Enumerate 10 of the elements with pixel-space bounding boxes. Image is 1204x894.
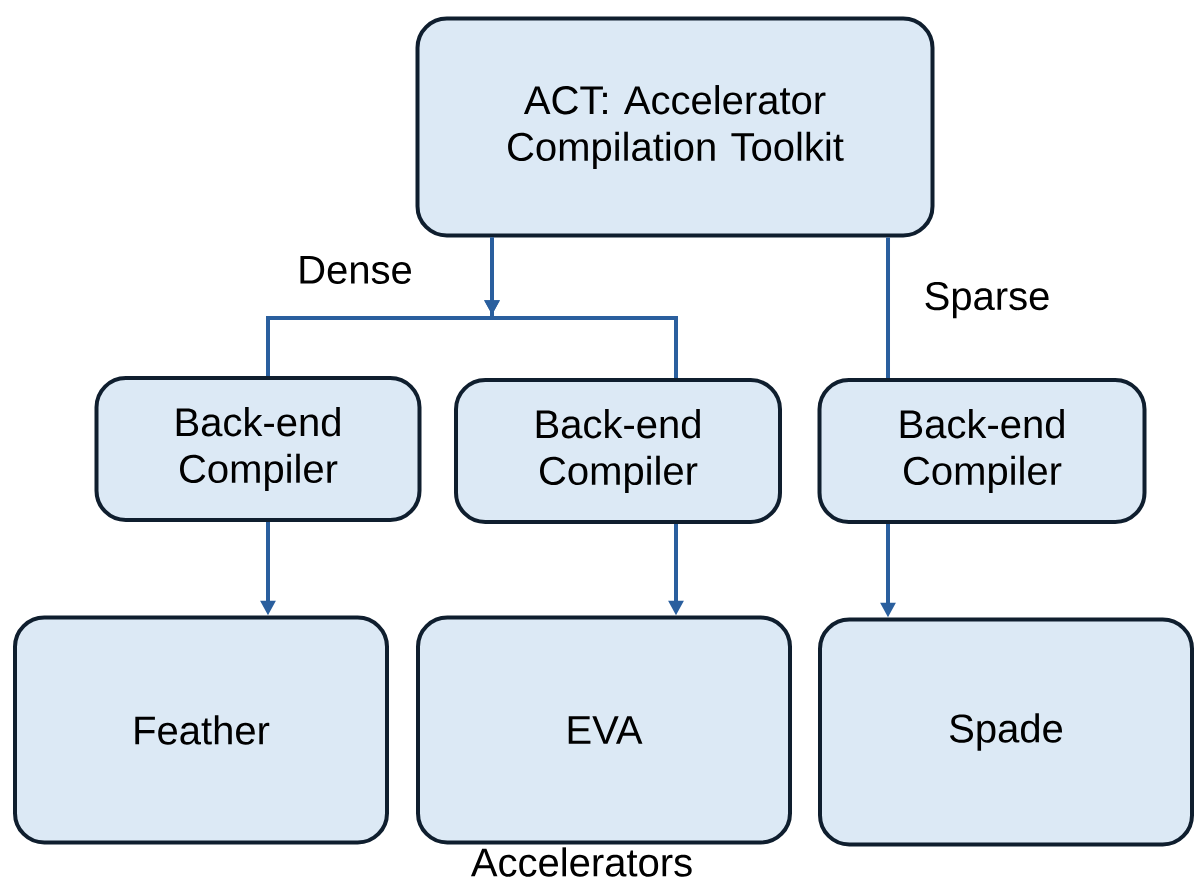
edge-label: Sparse	[922, 280, 1052, 320]
caption-label: Accelerators	[470, 847, 692, 877]
compiler-box: Back-end Compiler	[454, 378, 782, 524]
compiler-box: Back-end Compiler	[94, 376, 422, 522]
accelerator-box: Spade	[818, 617, 1194, 847]
compiler-box: Back-end Compiler	[817, 378, 1147, 524]
edge-label: Dense	[295, 254, 415, 286]
toolkit-box: ACT: Accelerator Compilation Toolkit	[415, 16, 935, 238]
accelerator-box: Feather	[13, 615, 389, 845]
accelerator-box: EVA	[416, 615, 792, 845]
